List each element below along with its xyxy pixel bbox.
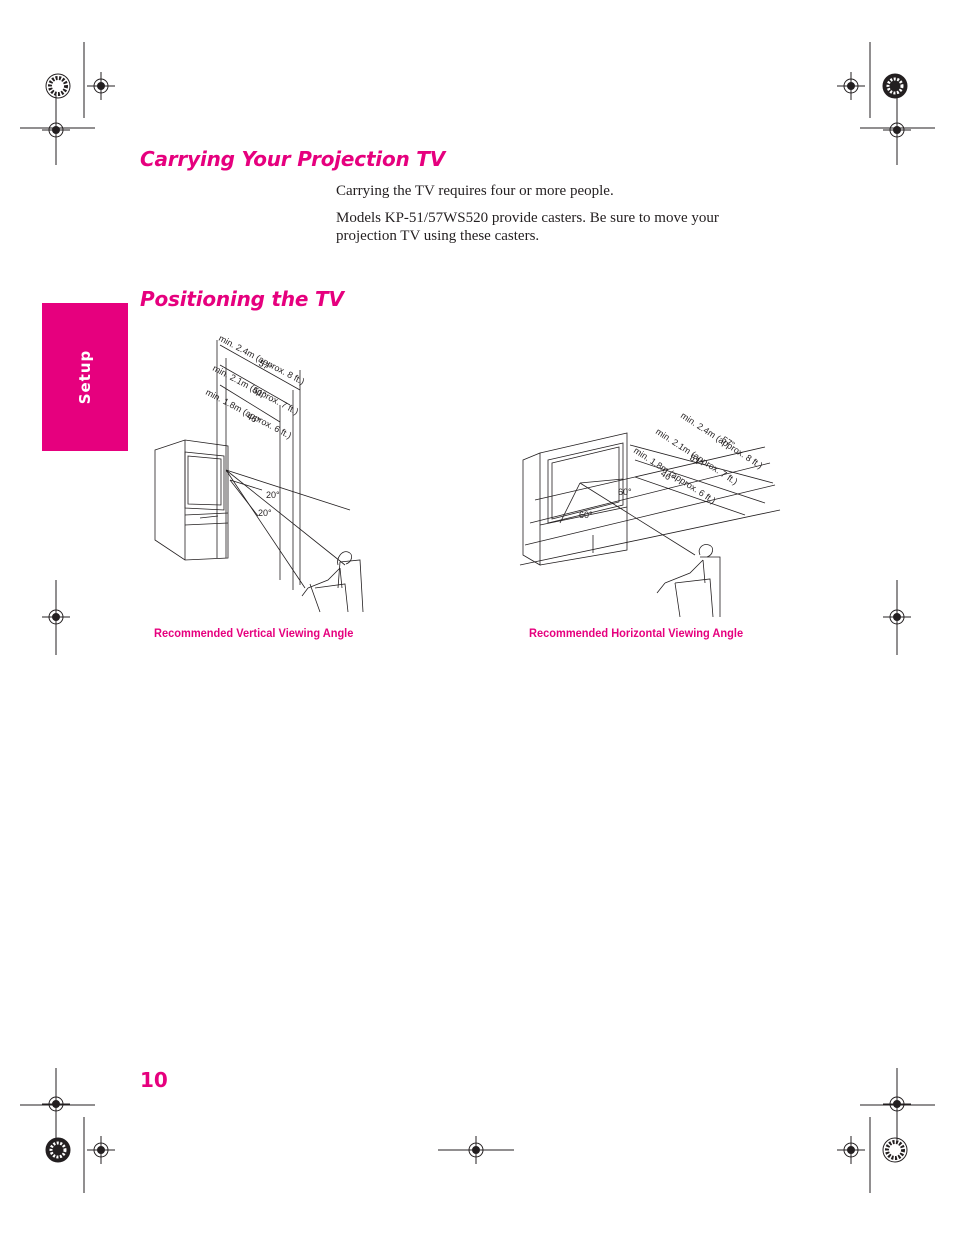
horizontal-diagram-caption: Recommended Horizontal Viewing Angle bbox=[529, 626, 744, 640]
horizontal-viewing-angle-diagram: min. 2.4m (approx. 8 ft.) 57" min. 2.1m … bbox=[519, 410, 781, 618]
vertical-angle-bottom: 20° bbox=[258, 508, 272, 518]
carrying-paragraph-1: Carrying the TV requires four or more pe… bbox=[336, 183, 614, 199]
horizontal-angle-left: 60° bbox=[579, 510, 593, 520]
carrying-paragraph-2-line-1: Models KP-51/57WS520 provide casters. Be… bbox=[336, 210, 719, 226]
vertical-diagram-caption: Recommended Vertical Viewing Angle bbox=[154, 626, 354, 640]
carrying-heading: Carrying Your Projection TV bbox=[140, 147, 446, 171]
section-tab-label: Setup bbox=[76, 349, 94, 405]
positioning-heading: Positioning the TV bbox=[140, 287, 344, 311]
section-tab: Setup bbox=[42, 303, 128, 451]
carrying-paragraph-2-line-2: projection TV using these casters. bbox=[336, 228, 540, 244]
vertical-viewing-angle-diagram: min. 2.4m (approx. 8 ft.) 57" min. 2.1m … bbox=[154, 333, 364, 613]
horizontal-angle-right: 60° bbox=[618, 487, 632, 497]
vertical-angle-top: 20° bbox=[266, 490, 280, 500]
page-number: 10 bbox=[140, 1068, 168, 1092]
